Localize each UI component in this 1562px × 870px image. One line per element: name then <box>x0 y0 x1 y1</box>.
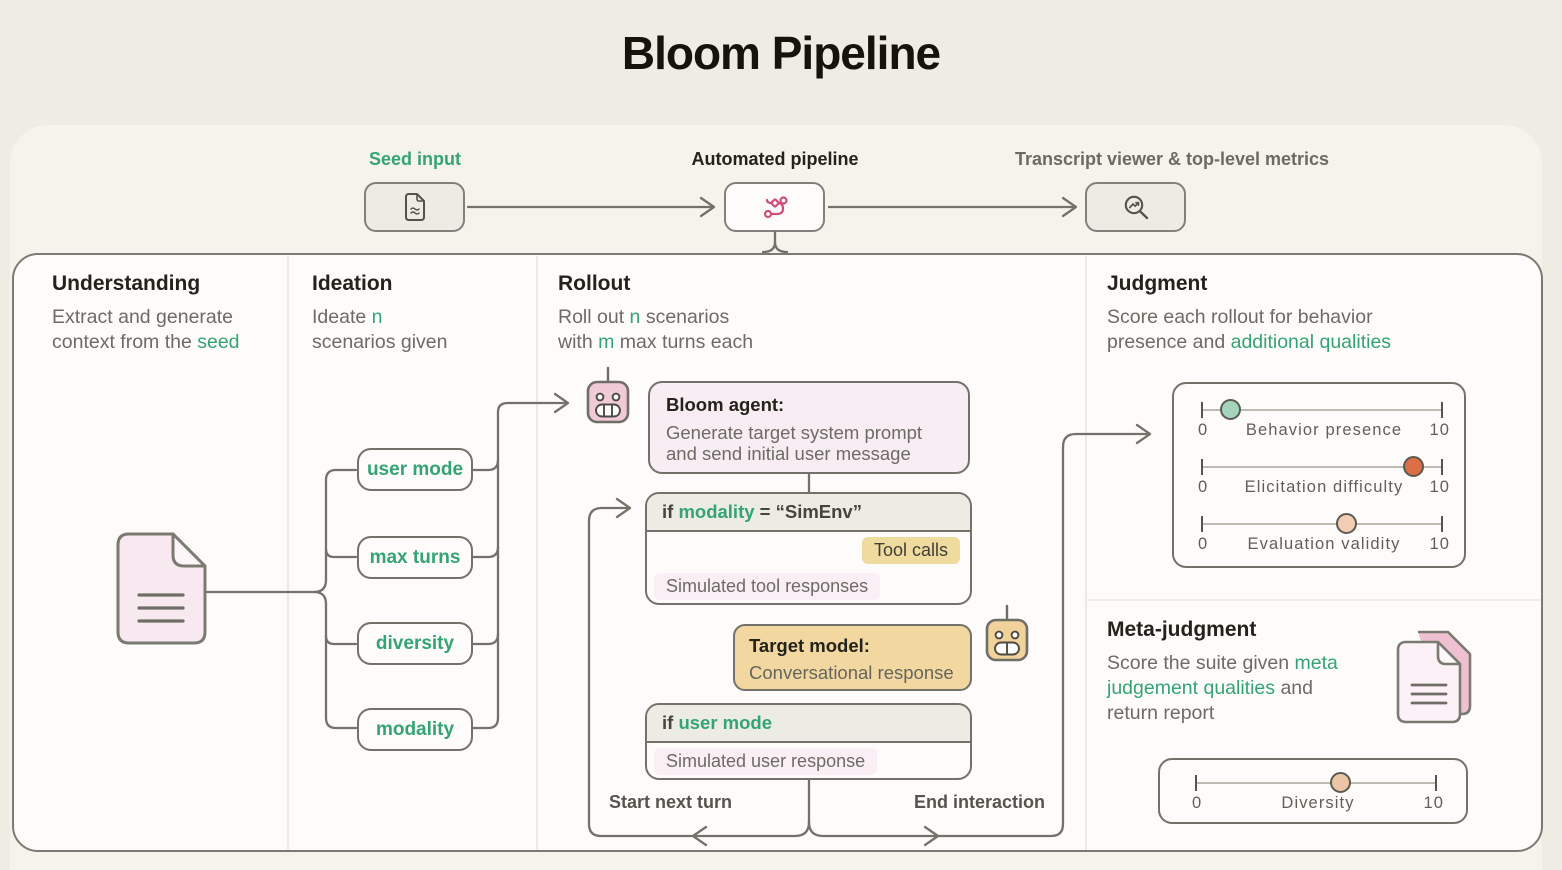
target-model-title: Target model: <box>749 635 870 656</box>
transcript-viewer-label: Transcript viewer & top-level metrics <box>1014 149 1330 169</box>
bloom-agent-title: Bloom agent: <box>666 394 785 415</box>
modality-branch-body: Tool calls Simulated tool responses <box>647 532 970 603</box>
slider-knob <box>1220 399 1242 420</box>
tick-max <box>1440 459 1443 475</box>
param-diversity: diversity <box>357 622 473 665</box>
rollout-title: Rollout <box>558 272 631 295</box>
seed-input-node <box>364 182 465 232</box>
target-model-box: Target model: Conversational response <box>733 624 972 691</box>
tick-min <box>1201 516 1204 532</box>
user-mode-branch-body: Simulated user response <box>647 743 970 778</box>
slider-knob <box>1335 513 1357 534</box>
automated-pipeline-node <box>724 182 825 232</box>
param-modality: modality <box>357 708 473 751</box>
tool-calls-chip: Tool calls <box>861 537 960 564</box>
page-title: Bloom Pipeline <box>621 27 941 79</box>
document-icon <box>402 192 428 222</box>
transcript-search-icon <box>1121 192 1151 222</box>
target-model-robot-icon <box>985 604 1029 662</box>
tick-max <box>1440 516 1443 532</box>
understanding-title: Understanding <box>52 272 201 295</box>
tick-min <box>1201 402 1204 418</box>
slider-knob <box>1402 456 1424 477</box>
param-max-turns: max turns <box>357 536 473 579</box>
target-model-desc: Conversational response <box>749 662 954 683</box>
tick-min <box>1201 459 1204 475</box>
judgment-title: Judgment <box>1107 272 1208 295</box>
diversity-slider-panel: 0 Diversity 10 <box>1158 758 1468 824</box>
user-mode-branch-header: if user mode <box>647 705 970 743</box>
ideation-title: Ideation <box>312 272 393 295</box>
tick-min <box>1195 775 1198 791</box>
slider-knob <box>1329 772 1351 793</box>
start-next-turn-label: Start next turn <box>609 792 733 812</box>
tick-max <box>1434 775 1437 791</box>
bloom-agent-robot-icon <box>586 366 630 424</box>
simulated-user-response-chip: Simulated user response <box>654 748 878 775</box>
simulated-tool-responses-chip: Simulated tool responses <box>654 573 881 600</box>
modality-branch-box: if modality = “SimEnv” Tool calls Simula… <box>645 492 972 605</box>
seed-input-label: Seed input <box>368 149 461 169</box>
pipeline-route-icon <box>759 191 791 223</box>
automated-pipeline-label: Automated pipeline <box>691 149 859 169</box>
seed-document-icon <box>115 531 209 647</box>
meta-judgment-title: Meta-judgment <box>1107 618 1257 641</box>
report-documents-icon <box>1392 628 1476 728</box>
judgment-sliders-panel: 0 Behavior presence 10 0 Elicitation dif… <box>1172 382 1466 568</box>
transcript-viewer-node <box>1085 182 1186 232</box>
tick-max <box>1440 402 1443 418</box>
user-mode-branch-box: if user mode Simulated user response <box>645 703 972 780</box>
param-user-mode: user mode <box>357 448 473 491</box>
bloom-agent-box: Bloom agent: Generate target system prom… <box>648 381 970 474</box>
modality-branch-header: if modality = “SimEnv” <box>647 494 970 532</box>
end-interaction-label: End interaction <box>914 792 1046 812</box>
